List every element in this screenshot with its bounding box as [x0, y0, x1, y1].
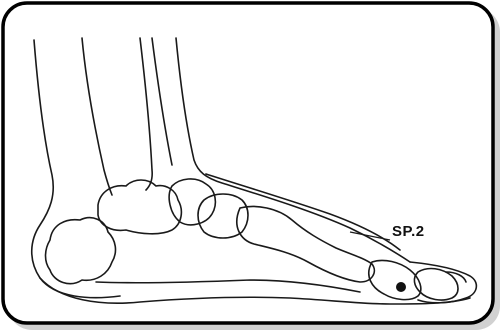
figure-border: [3, 3, 493, 323]
acupoint-label: SP.2: [392, 223, 425, 240]
acupoint-marker: [396, 282, 406, 292]
